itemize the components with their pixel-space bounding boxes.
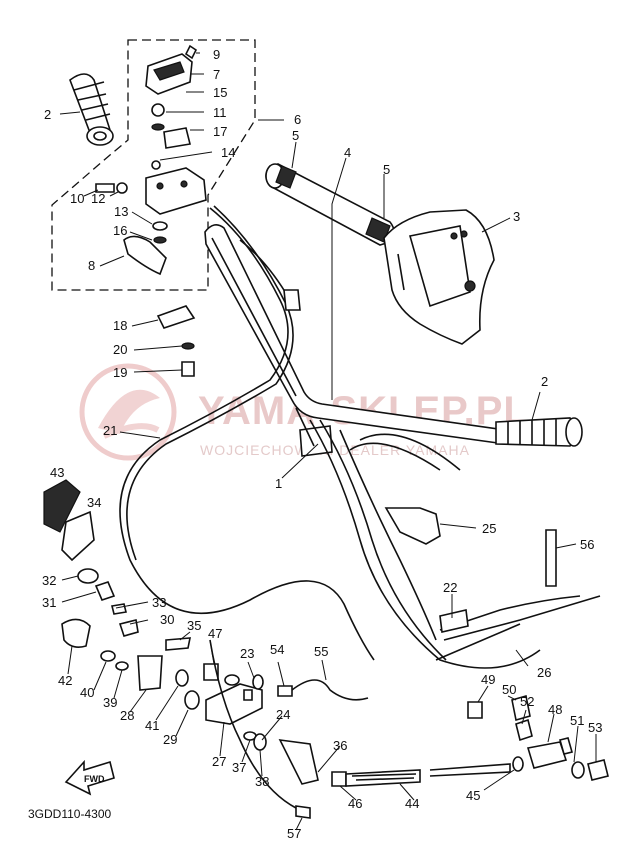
callout-21: 21 — [103, 423, 117, 438]
callout-5-left: 5 — [292, 128, 299, 143]
callout-45: 45 — [466, 788, 480, 803]
callout-36: 36 — [333, 738, 347, 753]
callout-25: 25 — [482, 521, 496, 536]
callout-15: 15 — [213, 85, 227, 100]
callout-19: 19 — [113, 365, 127, 380]
cap-34 — [61, 510, 95, 562]
holder-42 — [61, 618, 91, 648]
callout-7: 7 — [213, 67, 220, 82]
callout-10: 10 — [70, 191, 84, 206]
callout-22: 22 — [443, 580, 457, 595]
callout-20: 20 — [113, 342, 127, 357]
callout-34: 34 — [87, 495, 101, 510]
callout-4: 4 — [344, 145, 351, 160]
callout-numbers: 9 7 15 11 17 14 6 2 10 12 13 16 8 18 20 … — [42, 47, 602, 841]
bolt-54 — [277, 685, 293, 697]
callout-46: 46 — [348, 796, 362, 811]
callout-18: 18 — [113, 318, 127, 333]
bracket-18 — [156, 305, 196, 329]
callout-33: 33 — [152, 595, 166, 610]
callout-27: 27 — [212, 754, 226, 769]
callout-57: 57 — [287, 826, 301, 841]
callout-26: 26 — [537, 665, 551, 680]
callout-39: 39 — [103, 695, 117, 710]
lever-27 — [205, 683, 263, 725]
watermark-logo — [79, 363, 177, 461]
switch-25 — [384, 507, 441, 545]
callout-49: 49 — [481, 672, 495, 687]
callout-12: 12 — [91, 191, 105, 206]
left-grip — [69, 73, 114, 146]
callout-53: 53 — [588, 720, 602, 735]
callout-13: 13 — [114, 204, 128, 219]
callout-11: 11 — [213, 105, 227, 120]
callout-38: 38 — [255, 774, 269, 789]
callout-48: 48 — [548, 702, 562, 717]
rod-36 — [278, 739, 319, 785]
callout-51: 51 — [570, 713, 584, 728]
callout-52: 52 — [520, 694, 534, 709]
callout-54: 54 — [270, 642, 284, 657]
brake-lever-assembly — [43, 479, 369, 819]
housing-body — [145, 167, 207, 215]
callout-41: 41 — [145, 718, 159, 733]
callout-31: 31 — [42, 595, 56, 610]
leader-lines — [59, 52, 597, 831]
callout-44: 44 — [405, 796, 419, 811]
callout-23: 23 — [240, 646, 254, 661]
handlebar-cover — [383, 209, 495, 345]
callout-28: 28 — [120, 708, 134, 723]
master-28 — [137, 655, 163, 691]
callout-9: 9 — [213, 47, 220, 62]
callout-14: 14 — [221, 145, 235, 160]
callout-37: 37 — [232, 760, 246, 775]
cables — [119, 205, 601, 809]
switch-43 — [43, 479, 81, 533]
screw-9 — [184, 44, 198, 60]
assembly-outline-dashed — [51, 39, 256, 291]
callout-43: 43 — [50, 465, 64, 480]
callout-35: 35 — [187, 618, 201, 633]
callout-47: 47 — [208, 626, 222, 641]
callout-2-right: 2 — [541, 374, 548, 389]
fwd-label: FWD — [84, 774, 105, 784]
callout-50: 50 — [502, 682, 516, 697]
callout-56: 56 — [580, 537, 594, 552]
callout-42: 42 — [58, 673, 72, 688]
callout-29: 29 — [163, 732, 177, 747]
right-grip — [495, 417, 583, 447]
callout-3: 3 — [513, 209, 520, 224]
throttle-lever-8 — [123, 235, 167, 276]
callout-55: 55 — [314, 644, 328, 659]
callout-6: 6 — [294, 112, 301, 127]
callout-16: 16 — [113, 223, 127, 238]
callout-24: 24 — [276, 707, 290, 722]
diagram-code: 3GDD110-4300 — [28, 807, 111, 821]
callout-1: 1 — [275, 476, 282, 491]
throttle-housing-assembly — [95, 44, 207, 377]
callout-8: 8 — [88, 258, 95, 273]
callout-5-right: 5 — [383, 162, 390, 177]
handlebar — [204, 224, 506, 457]
band-56 — [545, 529, 557, 587]
forward-arrow-icon: FWD — [64, 759, 115, 796]
handlebar-pad — [265, 163, 395, 246]
right-side-parts — [331, 507, 609, 787]
watermark-sub-text: WOJCIECHOWSKI DEALER YAMAHA — [200, 442, 470, 458]
callout-40: 40 — [80, 685, 94, 700]
callout-17: 17 — [213, 124, 227, 139]
callout-32: 32 — [42, 573, 56, 588]
lever-48 — [526, 741, 568, 769]
callout-30: 30 — [160, 612, 174, 627]
pin-35 — [165, 637, 191, 651]
callout-2-left: 2 — [44, 107, 51, 122]
